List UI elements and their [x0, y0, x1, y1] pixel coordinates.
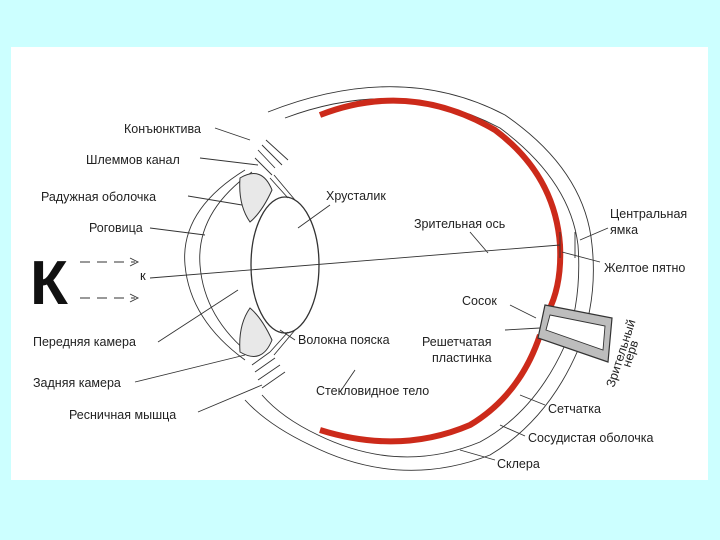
leader-fovea — [580, 228, 608, 240]
label-zonule-fibers: Волокна пояска — [298, 333, 390, 347]
label-ciliary-muscle: Ресничная мышца — [69, 408, 176, 422]
leader-lamina — [505, 328, 540, 330]
label-lamina-line2: пластинка — [432, 351, 492, 365]
leader-schlemm — [200, 158, 258, 165]
small-letter-k: к — [140, 268, 146, 283]
label-fovea-line1: Центральная — [610, 207, 687, 221]
label-schlemm-canal: Шлеммов канал — [86, 153, 180, 167]
label-optical-axis: Зрительная ось — [414, 217, 505, 231]
label-vitreous-body: Стекловидное тело — [316, 384, 429, 398]
label-retina: Сетчатка — [548, 402, 601, 416]
leader-choroid — [500, 425, 525, 436]
leader-anterior — [158, 290, 238, 342]
leader-iris — [188, 196, 242, 205]
label-fovea-line2: ямка — [610, 223, 638, 237]
leader-cornea — [150, 228, 205, 235]
leader-disc — [510, 305, 536, 318]
optical-axis-line — [150, 245, 560, 278]
label-optic-disc: Сосок — [462, 294, 497, 308]
big-letter-k: К — [30, 249, 68, 318]
label-macula: Желтое пятно — [604, 261, 685, 275]
label-lens: Хрусталик — [326, 189, 386, 203]
label-cornea: Роговица — [89, 221, 143, 235]
label-choroid: Сосудистая оболочка — [528, 431, 654, 445]
diagram-panel: К к Конъюнктива Шлеммов канал Радужная о… — [11, 47, 708, 480]
label-conjunctiva: Конъюнктива — [124, 122, 201, 136]
label-iris: Радужная оболочка — [41, 190, 156, 204]
leader-posterior — [135, 355, 245, 382]
leader-axis — [470, 232, 488, 253]
ciliary-lower — [252, 352, 285, 388]
label-posterior-chamber: Задняя камера — [33, 376, 121, 390]
label-sclera: Склера — [497, 457, 540, 471]
cornea-shape — [185, 170, 245, 360]
leader-conjunctiva — [215, 128, 250, 140]
label-anterior-chamber: Передняя камера — [33, 335, 136, 349]
leader-retina — [520, 395, 545, 405]
retina-band — [320, 101, 560, 312]
ciliary-upper — [255, 140, 288, 175]
label-lamina-line1: Решетчатая — [422, 335, 492, 349]
leader-macula — [562, 252, 600, 262]
eye-diagram: К к Конъюнктива Шлеммов канал Радужная о… — [11, 47, 708, 480]
